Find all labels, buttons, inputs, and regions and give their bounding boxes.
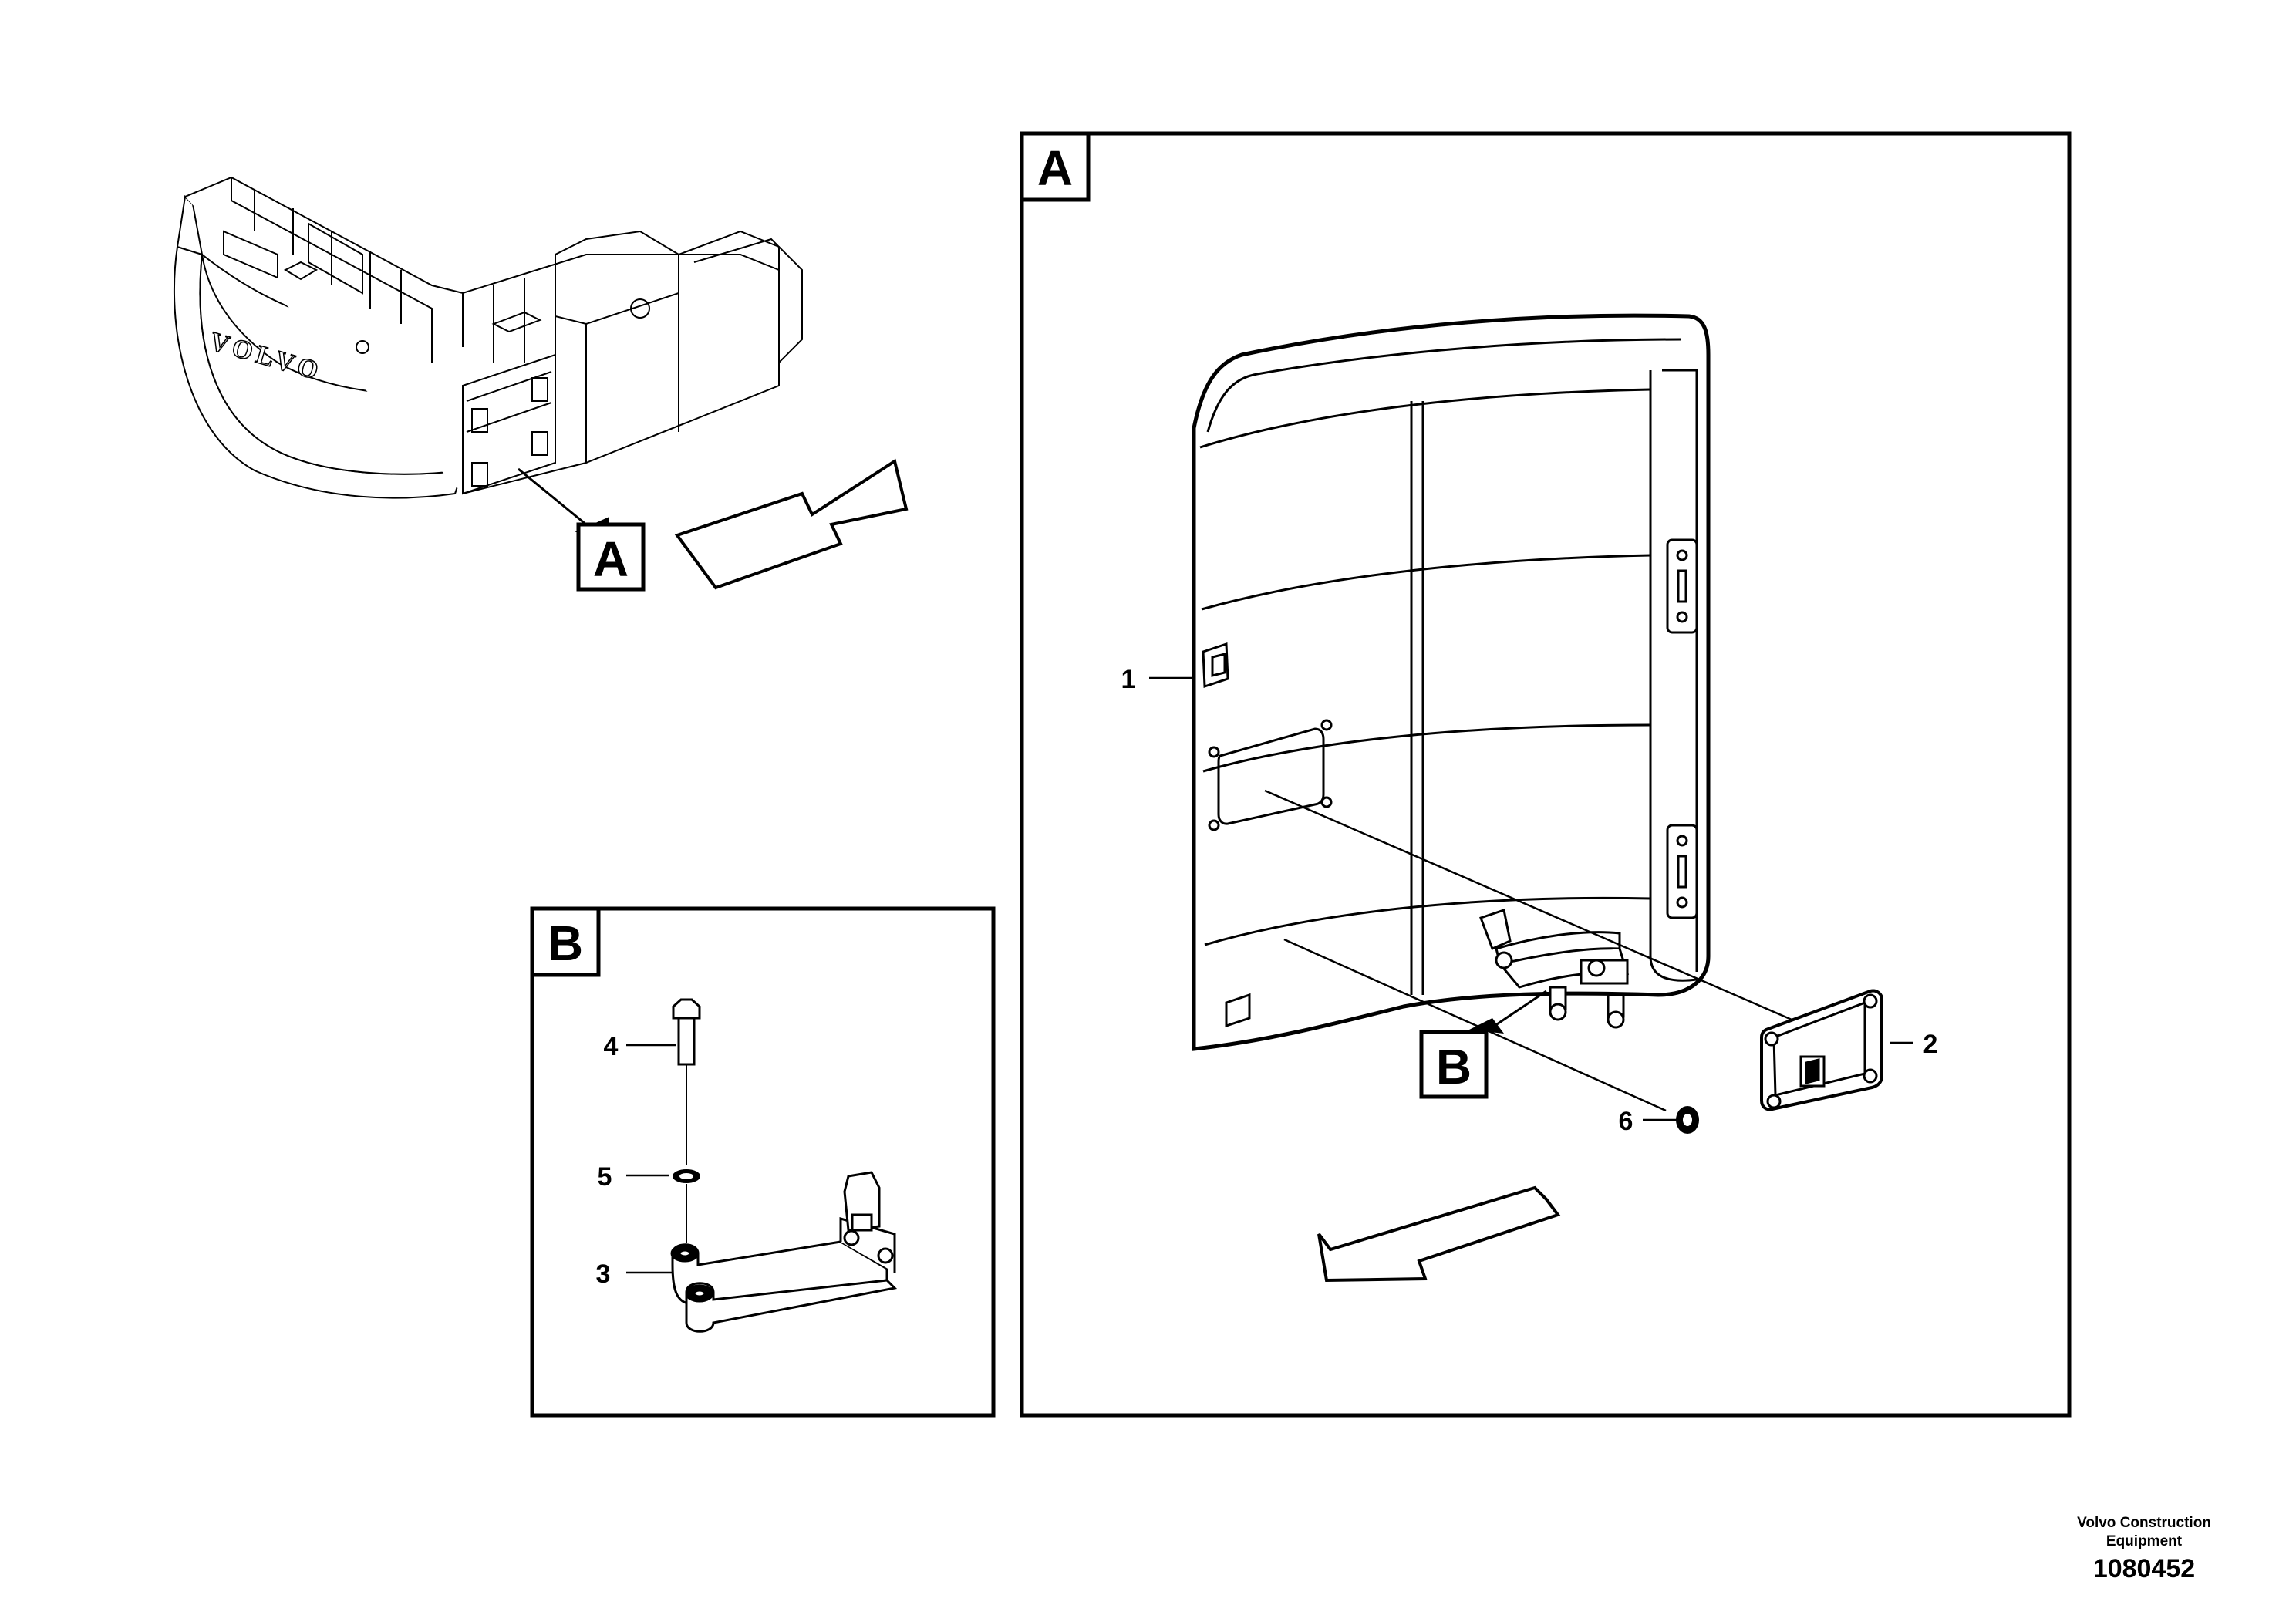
side-door-panel bbox=[1192, 313, 1711, 1051]
svg-text:A: A bbox=[1037, 140, 1073, 196]
hinge-assembly-detail-a bbox=[1479, 909, 1630, 1029]
company-name-line2: Equipment bbox=[2106, 1533, 2183, 1549]
detail-view-b: B bbox=[530, 906, 996, 1418]
part-label-1: 1 bbox=[1121, 665, 1136, 694]
svg-text:A: A bbox=[593, 531, 629, 587]
svg-text:B: B bbox=[548, 916, 583, 971]
part-label-6: 6 bbox=[1619, 1107, 1633, 1136]
part-label-3: 3 bbox=[596, 1259, 611, 1289]
overview-callout-a: A bbox=[576, 522, 646, 592]
part-leader-lines bbox=[1149, 676, 1913, 1121]
cover-plate-part-2 bbox=[1760, 989, 1883, 1111]
document-number: 1080452 bbox=[2092, 1554, 2196, 1583]
drawing-footer: Volvo Construction Equipment 1080452 bbox=[2044, 1514, 2244, 1584]
view-direction-arrow-detail-a bbox=[1317, 1185, 1561, 1283]
part-label-5: 5 bbox=[598, 1162, 612, 1192]
detail-b-leader-lines bbox=[626, 1044, 676, 1274]
view-direction-arrow-overview bbox=[674, 458, 909, 590]
washer-part-6 bbox=[1676, 1106, 1699, 1134]
detail-a-callout-b-leader bbox=[1469, 990, 1547, 1037]
bolt-part-4 bbox=[672, 998, 701, 1165]
machine-overview bbox=[173, 176, 803, 499]
washer-part-5 bbox=[673, 1169, 700, 1183]
company-name-line1: Volvo Construction bbox=[2077, 1515, 2211, 1531]
detail-view-a: A bbox=[1020, 131, 2072, 1418]
svg-text:B: B bbox=[1436, 1039, 1472, 1094]
hinge-arm-part-3 bbox=[670, 1171, 898, 1333]
part-label-4: 4 bbox=[604, 1032, 619, 1061]
detail-a-callout-b: B bbox=[1419, 1030, 1489, 1099]
part-label-2: 2 bbox=[1923, 1030, 1938, 1059]
